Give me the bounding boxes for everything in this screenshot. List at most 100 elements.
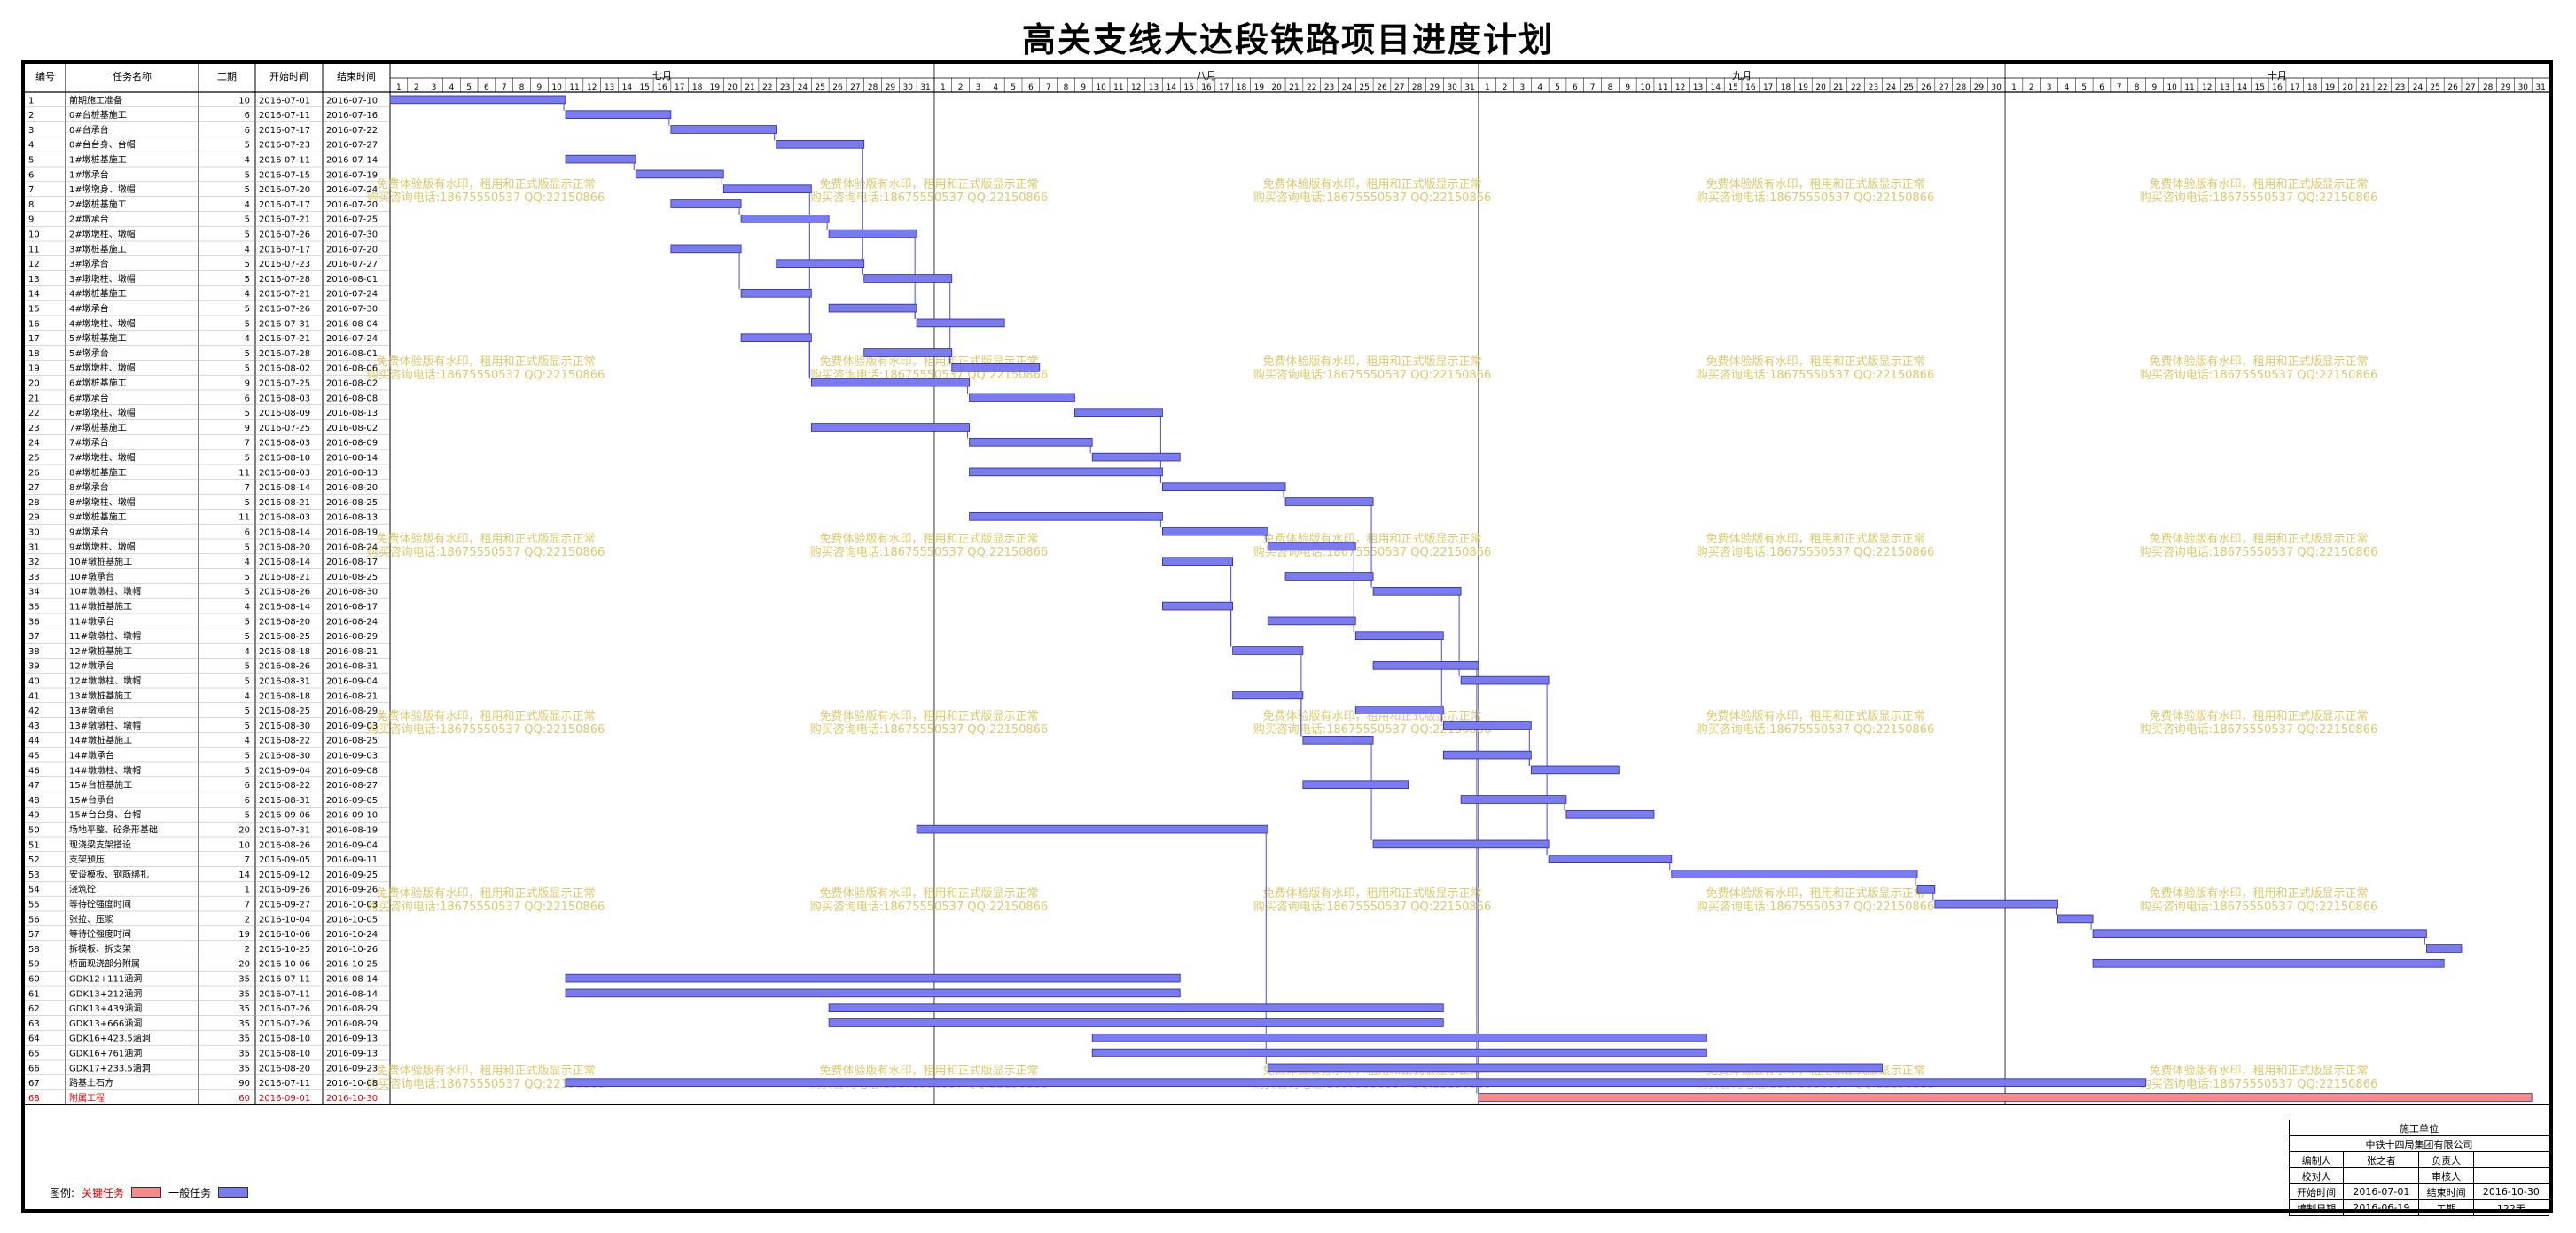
compiler-label: 编制人 xyxy=(2288,1151,2345,1168)
task-end: 2016-08-21 xyxy=(326,691,378,701)
day-number: 24 xyxy=(1886,83,1897,92)
task-id: 58 xyxy=(28,945,40,955)
task-end: 2016-08-13 xyxy=(326,409,378,418)
day-number: 19 xyxy=(2325,83,2336,92)
day-number: 18 xyxy=(1781,83,1791,92)
task-duration: 6 xyxy=(245,126,250,136)
day-number: 9 xyxy=(1081,83,1086,92)
task-duration: 6 xyxy=(245,394,250,403)
task-end: 2016-08-14 xyxy=(326,975,378,985)
day-number: 14 xyxy=(622,83,633,92)
watermark-line2: 购买咨询电话:18675550537 QQ:22150866 xyxy=(1253,191,1492,205)
task-duration: 19 xyxy=(238,930,250,940)
day-number: 5 xyxy=(2081,83,2087,92)
task-name: 4#墩承台 xyxy=(69,303,109,315)
day-number: 28 xyxy=(1956,83,1967,92)
task-start: 2016-07-21 xyxy=(259,334,310,344)
task-end: 2016-07-20 xyxy=(326,245,378,254)
task-id: 18 xyxy=(28,349,40,359)
task-bar xyxy=(1372,661,1479,670)
day-number: 23 xyxy=(1869,83,1878,92)
task-duration: 35 xyxy=(238,1019,250,1029)
task-bar xyxy=(2425,944,2463,953)
task-duration: 4 xyxy=(245,245,250,254)
task-name: 12#墩桩基施工 xyxy=(69,645,132,657)
task-start: 2016-08-09 xyxy=(259,409,310,418)
day-number: 11 xyxy=(2184,83,2194,92)
task-duration: 4 xyxy=(245,647,250,657)
task-end: 2016-09-11 xyxy=(326,855,378,865)
task-start: 2016-09-04 xyxy=(259,766,310,776)
day-number: 3 xyxy=(432,83,437,92)
task-duration: 5 xyxy=(245,811,250,821)
task-name: 11#墩墩柱、墩帽 xyxy=(69,630,141,642)
task-bar xyxy=(1162,527,1268,536)
task-bar xyxy=(1232,646,1304,655)
watermark-line1: 免费体验版有水印，租用和正式版显示正常 xyxy=(1262,355,1481,369)
watermark-line1: 免费体验版有水印，租用和正式版显示正常 xyxy=(2149,886,2368,901)
task-name: 3#墩墩柱、墩帽 xyxy=(69,273,136,285)
task-start: 2016-07-21 xyxy=(259,215,310,225)
task-duration: 4 xyxy=(245,558,250,567)
task-name: 附属工程 xyxy=(69,1092,105,1104)
task-start: 2016-08-25 xyxy=(259,706,310,716)
day-number: 30 xyxy=(1447,83,1457,92)
task-id: 13 xyxy=(28,275,40,285)
watermark-line1: 免费体验版有水印，租用和正式版显示正常 xyxy=(819,177,1038,191)
task-duration: 5 xyxy=(245,319,250,329)
task-bar xyxy=(1302,736,1374,745)
day-number: 5 xyxy=(466,83,472,92)
day-number: 19 xyxy=(1799,83,1809,92)
watermark-line1: 免费体验版有水印，租用和正式版显示正常 xyxy=(1706,886,1924,901)
task-id: 47 xyxy=(28,781,40,791)
task-end: 2016-08-17 xyxy=(326,558,378,567)
task-id: 27 xyxy=(28,483,40,493)
watermark-line2: 购买咨询电话:18675550537 QQ:22150866 xyxy=(1253,368,1492,382)
task-bar xyxy=(1302,780,1409,789)
task-name: 8#墩承台 xyxy=(69,481,109,493)
day-number: 24 xyxy=(2413,83,2424,92)
task-duration: 5 xyxy=(245,752,250,761)
day-number: 31 xyxy=(920,83,930,92)
task-name: 6#墩墩柱、墩帽 xyxy=(69,407,136,418)
task-name: 12#墩承台 xyxy=(69,660,114,672)
task-end: 2016-08-29 xyxy=(326,632,378,642)
task-id: 50 xyxy=(28,826,40,836)
end-label: 结束时间 xyxy=(2418,1183,2474,1200)
task-id: 23 xyxy=(28,424,40,433)
task-start: 2016-08-21 xyxy=(259,498,310,508)
task-duration: 4 xyxy=(245,737,250,746)
day-number: 27 xyxy=(2465,83,2475,92)
task-duration: 10 xyxy=(238,96,250,105)
task-id: 6 xyxy=(28,170,34,180)
task-end: 2016-09-10 xyxy=(326,811,378,821)
task-end: 2016-09-26 xyxy=(326,886,378,895)
day-number: 14 xyxy=(1167,83,1177,92)
task-id: 22 xyxy=(28,409,40,418)
task-name: 等待砼强度时间 xyxy=(69,899,131,910)
company-name: 中铁十四局集团有限公司 xyxy=(2289,1135,2549,1152)
header-id: 编号 xyxy=(35,70,55,82)
day-number: 12 xyxy=(1131,83,1141,92)
day-number: 29 xyxy=(1974,83,1985,92)
task-end: 2016-10-26 xyxy=(326,945,378,955)
watermark-line2: 购买咨询电话:18675550537 QQ:22150866 xyxy=(367,1077,605,1091)
watermark-line2: 购买咨询电话:18675550537 QQ:22150866 xyxy=(2140,900,2378,914)
task-bar xyxy=(1267,542,1356,551)
task-end: 2016-09-03 xyxy=(326,752,378,761)
task-start: 2016-07-17 xyxy=(259,245,310,254)
task-name: 拆模板、拆支架 xyxy=(69,943,131,955)
task-bar xyxy=(1460,675,1550,685)
watermark-line2: 购买咨询电话:18675550537 QQ:22150866 xyxy=(810,722,1049,737)
task-duration: 5 xyxy=(245,722,250,731)
task-bar xyxy=(389,95,566,105)
task-end: 2016-08-20 xyxy=(326,483,378,493)
day-number: 28 xyxy=(1412,83,1423,92)
legend-normal-label: 一般任务 xyxy=(168,1186,212,1199)
task-end: 2016-08-25 xyxy=(326,498,378,508)
task-name: GDK16+761涵洞 xyxy=(69,1049,142,1059)
task-start: 2016-08-25 xyxy=(259,632,310,642)
day-number: 31 xyxy=(2535,83,2545,92)
watermark-line2: 购买咨询电话:18675550537 QQ:22150866 xyxy=(2140,1077,2378,1091)
